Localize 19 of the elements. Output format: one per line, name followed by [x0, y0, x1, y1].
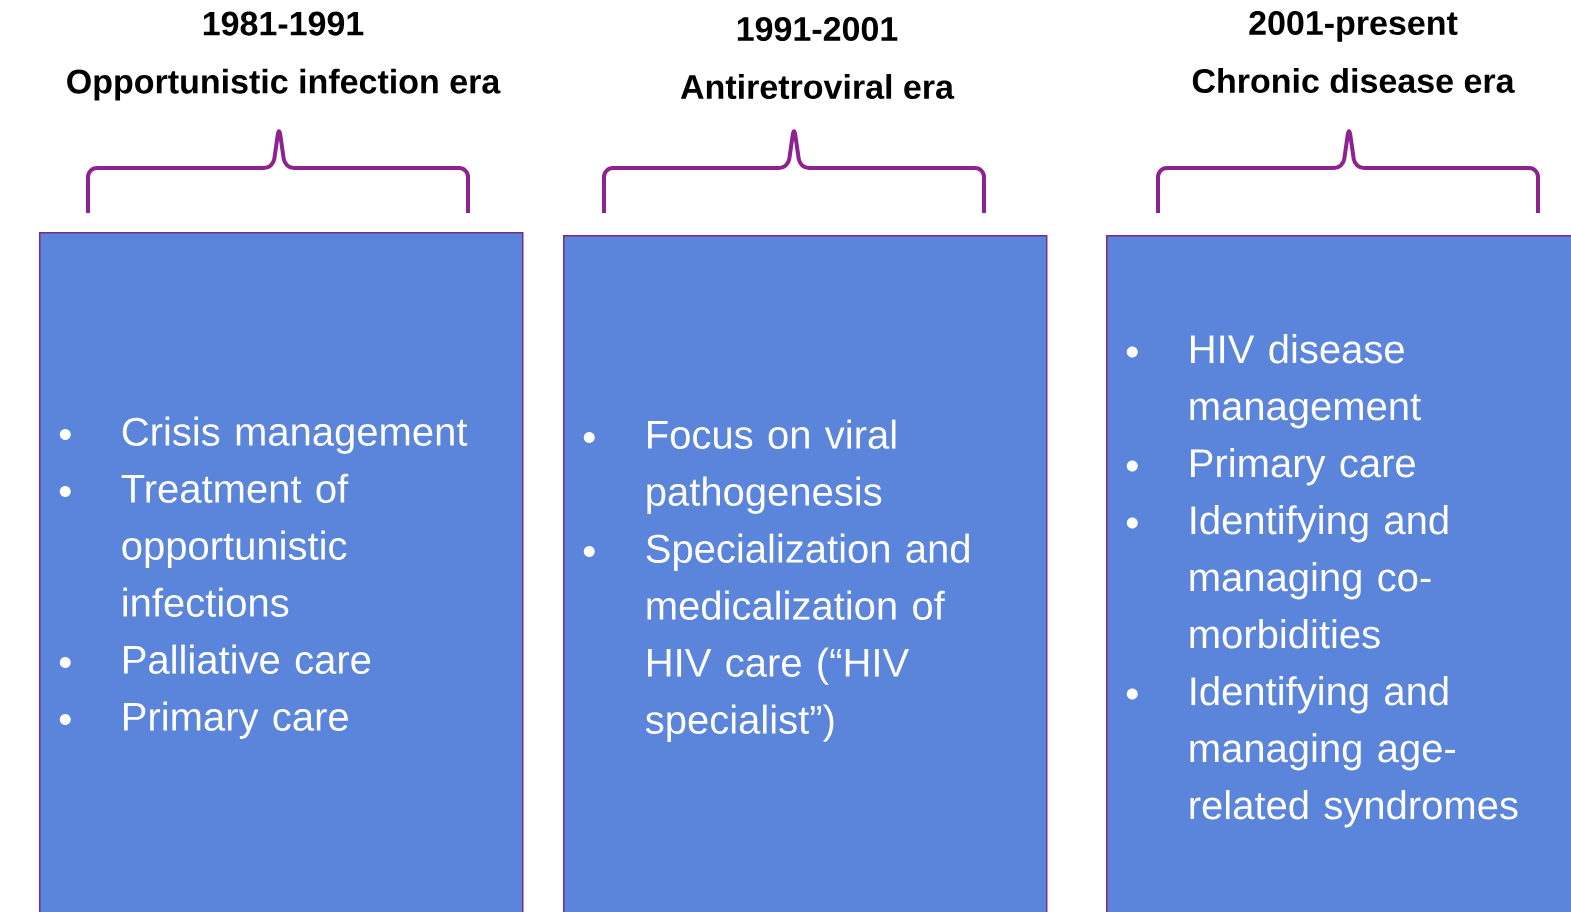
era-heading: 2001-present [1249, 10, 1458, 42]
bullet-text: Identifying and managing co-morbidities [1190, 505, 1448, 649]
era-heading: 1981-1991 [203, 11, 364, 36]
bullet-text: Primary care [1191, 448, 1415, 486]
era-box [39, 232, 524, 912]
bullet-text: Treatment of opportunistic infections [121, 473, 349, 617]
era-box [563, 235, 1048, 912]
bullet-text: Specialization and medicalization of HIV care (“HIV specialist”) [645, 533, 969, 742]
bullet-text: Focus on viral pathogenesis [647, 419, 896, 514]
era-heading: Opportunistic infection era [67, 68, 501, 101]
bullet-text: Crisis management [122, 416, 468, 454]
era-heading: Chronic disease era [1192, 68, 1515, 94]
era-box [1106, 235, 1571, 912]
bullet-text: HIV disease management [1190, 334, 1421, 429]
era-heading: Antiretroviral era [680, 74, 955, 100]
bullet-text: Palliative care [124, 644, 371, 674]
bullet-text: Identifying and managing age-related syndromes [1190, 676, 1518, 828]
era-heading: 1991-2001 [737, 16, 898, 42]
bullet-text: Primary care [124, 701, 348, 739]
